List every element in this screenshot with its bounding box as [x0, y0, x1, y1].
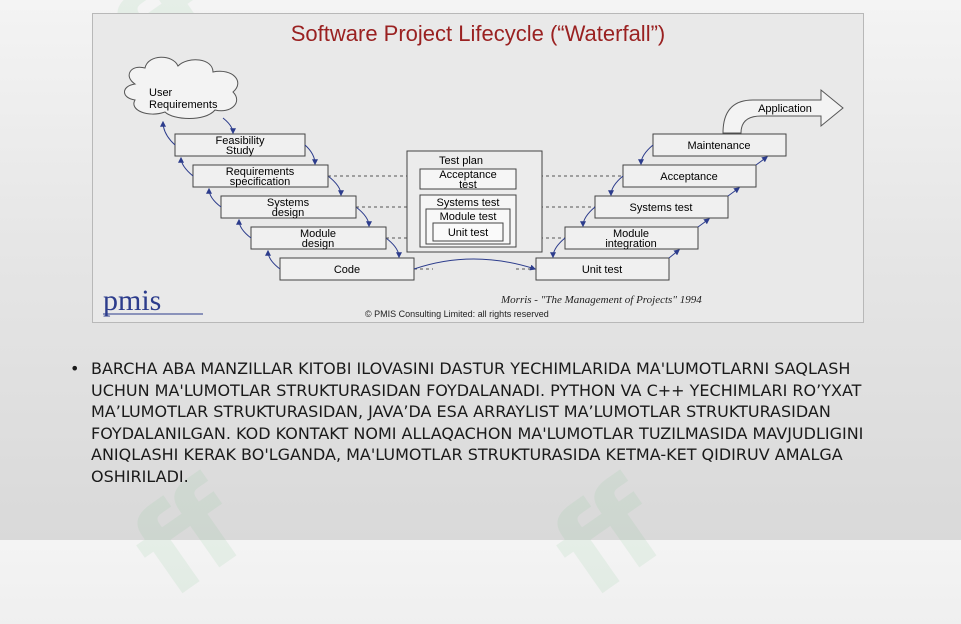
svg-text:Feasibility: Feasibility [216, 135, 265, 147]
svg-text:Requirements: Requirements [226, 166, 295, 178]
svg-text:integration: integration [605, 238, 656, 250]
right-stage-unit-test: Unit test [535, 257, 670, 281]
left-arrows [160, 117, 402, 270]
left-stage-module-design: Module design [250, 226, 387, 250]
left-stage-feasibility: Feasibility Study [174, 133, 306, 157]
svg-text:Unit test: Unit test [448, 227, 488, 239]
svg-text:Acceptance: Acceptance [660, 171, 717, 183]
diagram-title: Software Project Lifecycle (“Waterfall”) [291, 21, 666, 46]
right-stage-acceptance: Acceptance [622, 164, 757, 188]
citation: Morris - "The Management of Projects" 19… [500, 294, 702, 306]
right-stage-maintenance: Maintenance [652, 133, 787, 157]
user-requirements-cloud: User Requirements [124, 56, 239, 119]
right-stage-systems-test: Systems test [594, 195, 729, 219]
svg-text:Module: Module [300, 228, 336, 240]
pmis-logo: pmis [103, 284, 161, 317]
svg-text:test: test [459, 179, 477, 191]
svg-text:Module: Module [613, 228, 649, 240]
svg-text:Module test: Module test [440, 211, 497, 223]
waterfall-diagram: Software Project Lifecycle (“Waterfall”)… [92, 13, 864, 323]
copyright: © PMIS Consulting Limited: all rights re… [365, 309, 549, 319]
svg-text:Maintenance: Maintenance [688, 140, 751, 152]
svg-text:design: design [272, 207, 304, 219]
left-stage-code: Code [279, 257, 415, 281]
test-plan-box: Test plan Acceptance test Systems test M… [406, 150, 543, 253]
right-stage-module-integration: Module integration [564, 226, 699, 250]
bullet-text: BARCHA ABA MANZILLAR KITOBI ILOVASINI DA… [91, 359, 864, 486]
bullet-paragraph: • BARCHA ABA MANZILLAR KITOBI ILOVASINI … [70, 358, 890, 487]
svg-text:Unit test: Unit test [582, 264, 622, 276]
bullet-marker: • [70, 359, 80, 378]
svg-text:Systems: Systems [267, 197, 310, 209]
svg-text:Systems test: Systems test [437, 197, 500, 209]
left-stage-requirements-spec: Requirements specification [192, 164, 329, 188]
svg-text:design: design [302, 238, 334, 250]
svg-text:specification: specification [230, 176, 291, 188]
svg-text:Application: Application [758, 103, 812, 115]
user-requirements-line1: User [149, 87, 173, 99]
code-to-unit-test-arrow [413, 258, 537, 271]
test-plan-heading: Test plan [439, 155, 483, 167]
svg-text:Systems test: Systems test [630, 202, 693, 214]
right-arrows [550, 144, 768, 259]
application-arrow: Application [722, 88, 844, 134]
user-requirements-line2: Requirements [149, 99, 218, 111]
svg-text:Study: Study [226, 145, 255, 157]
left-stage-systems-design: Systems design [220, 195, 357, 219]
svg-text:Code: Code [334, 264, 360, 276]
svg-text:Acceptance: Acceptance [439, 169, 496, 181]
